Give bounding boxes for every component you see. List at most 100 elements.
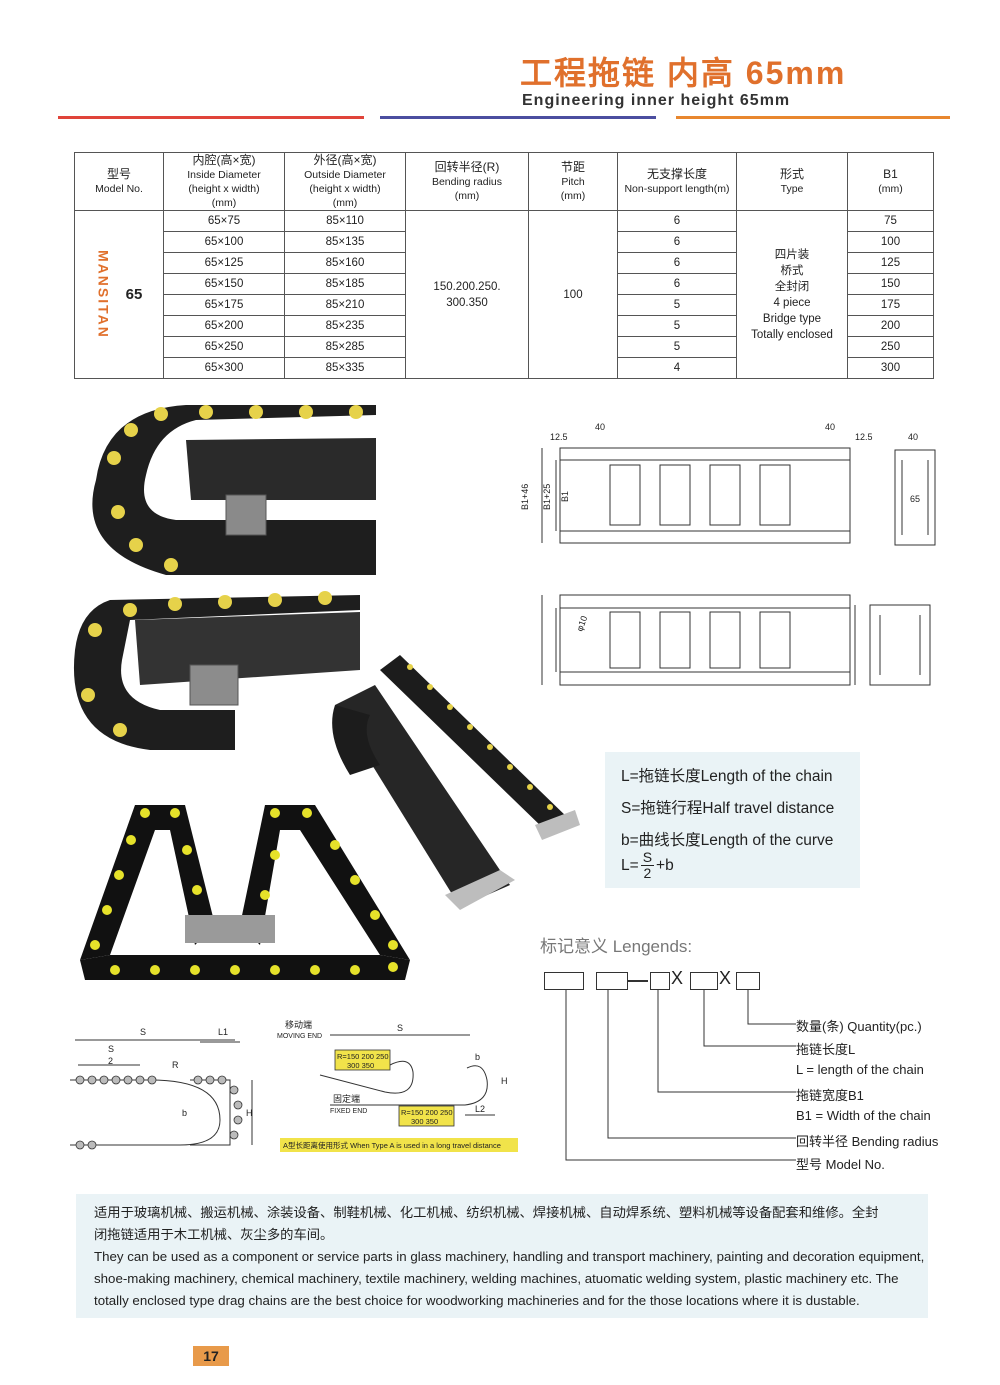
header-en: Inside Diameter [187,169,261,181]
header-cn: 无支撑长度 [646,167,707,181]
b1-cell: 125 [847,252,934,274]
diag-left-s: S [140,1027,146,1037]
description-en-1: They can be used as a component or servi… [94,1249,925,1264]
header-line-blue [380,116,656,119]
type-line: 四片装 [774,248,810,261]
chain-photo-2 [73,591,360,750]
pitch-cell: 100 [528,210,618,379]
type-line: Bridge type [762,312,822,325]
outside-diameter-cell: 85×110 [284,210,406,232]
technical-drawings: 12.5 40 40 12.5 40 65 B1+46 B1+25 B1 φ10 [520,422,936,686]
type-line: Totally enclosed [751,328,833,341]
eq-denominator: 2 [643,865,652,881]
description-panel: 适用于玻璃机械、搬运机械、涂装设备、制鞋机械、化工机械、纺织机械、焊接机械、自动… [76,1194,928,1318]
inside-diameter-cell: 65×150 [163,273,285,295]
header-cn: 型号 [106,167,131,181]
dim-b1-46: B1+46 [520,484,530,510]
outside-diameter-cell: 85×160 [284,252,406,274]
bending-radius-line-2: 300.350 [446,296,488,309]
support-length-cell: 5 [617,315,737,337]
b1-cell: 300 [847,357,934,379]
diag-left-s2: S [108,1044,114,1054]
installation-diagram-left: S S 2 L1 R b H [70,1027,253,1150]
dim-12-5-left: 12.5 [550,432,568,442]
dim-65: 65 [910,494,920,504]
fixed-end-cn: 固定端 [333,1093,360,1104]
page-subtitle: Engineering inner height 65mm [522,92,791,109]
formula-panel: L=拖链长度Length of the chain S=拖链行程Half tra… [605,752,860,888]
inside-diameter-cell: 65×125 [163,252,285,274]
r-label-top-2: 300 350 [347,1061,374,1070]
outside-diameter-cell: 85×285 [284,336,406,358]
inside-diameter-cell: 65×100 [163,231,285,253]
b1-cell: 150 [847,273,934,295]
header-cn: 形式 [779,167,804,181]
header-en: Type [780,183,804,195]
diag-right-l2: L2 [475,1104,485,1114]
legend-box-width [650,972,670,990]
support-length-cell: 6 [617,273,737,295]
inside-diameter-cell: 65×175 [163,294,285,316]
legend-radius: 回转半径 Bending radius [796,1134,939,1149]
eq-fraction: S 2 [640,849,655,881]
r-label-top-1: R=150 200 250 [337,1052,389,1061]
inside-diameter-cell: 65×300 [163,357,285,379]
eq-right: +b [656,856,674,874]
b1-cell: 100 [847,231,934,253]
chain-photo-4 [80,805,410,980]
r-label-bottom-1: R=150 200 250 [401,1108,453,1117]
header-en3: (mm) [332,197,358,209]
dim-b1-25: B1+25 [542,484,552,510]
legend-model: 型号 Model No. [796,1157,885,1172]
chain-photo-3 [332,655,580,910]
legend-box-quantity [736,972,760,990]
legend-x-2: X [719,968,732,988]
b1-cell: 200 [847,315,934,337]
header-en: Bending radius [431,176,503,188]
eq-left: L= [621,856,639,874]
dim-b1: B1 [560,491,570,502]
header-en2: (height x width) [188,183,260,195]
dim-40-a: 40 [595,422,605,432]
inside-diameter-cell: 65×75 [163,210,285,232]
b1-cell: 175 [847,294,934,316]
header-cn: 节距 [560,160,585,174]
fixed-end-en: FIXED END [330,1108,367,1115]
legend-title: 标记意义 Lengends: [540,937,693,956]
outside-diameter-cell: 85×135 [284,231,406,253]
support-length-cell: 6 [617,210,737,232]
brand-label: MANSITAN [95,250,112,339]
diag-right-s: S [397,1023,403,1033]
type-line: 4 piece [773,296,811,309]
inside-diameter-cell: 65×250 [163,336,285,358]
legend-length-cn: 拖链长度L [796,1042,856,1057]
header-en: Non-support length(m) [624,183,730,195]
diag-left-two: 2 [108,1056,113,1066]
dim-12-5-right: 12.5 [855,432,873,442]
description-en-2: shoe-making machinery, chemical machiner… [94,1271,899,1286]
legend-dash [628,980,648,982]
diag-left-b: b [182,1108,187,1118]
legend-width-en: B1 = Width of the chain [796,1108,931,1123]
eq-numerator: S [640,849,655,866]
model-number: 65 [125,286,143,303]
outside-diameter-cell: 85×185 [284,273,406,295]
legend-x-1: X [671,968,684,988]
header-bending: 回转半径(R)Bending radius(mm) [405,152,529,211]
description-en-3: totally enclosed type drag chains are th… [94,1293,860,1308]
header-b1: B1(mm) [847,152,934,211]
header-cn: 内腔(高×宽) [192,153,256,167]
b1-cell: 75 [847,210,934,232]
type-line: 桥式 [780,264,804,277]
header-outside: 外径(高×宽)Outside Diameter(height x width)(… [284,152,406,211]
outside-diameter-cell: 85×235 [284,315,406,337]
formula-b: b=曲线长度Length of the curve [621,832,834,849]
header-en2: (mm) [560,190,586,202]
